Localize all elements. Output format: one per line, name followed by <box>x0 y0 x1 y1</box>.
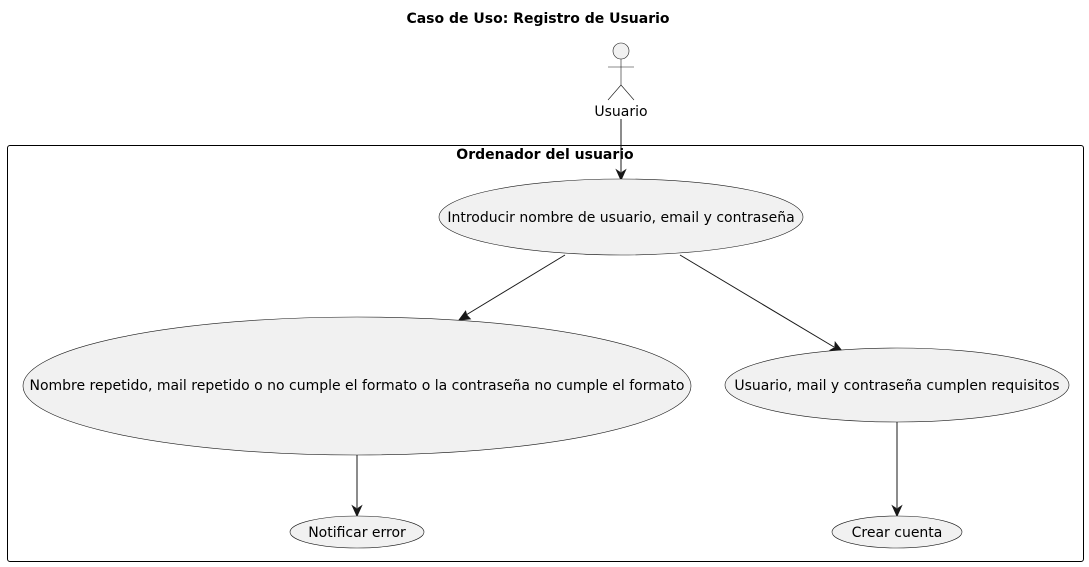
use-case-create-account-label: Crear cuenta <box>852 525 943 541</box>
system-boundary-title: Ordenador del usuario <box>456 147 634 163</box>
use-case-valid[interactable]: Usuario, mail y contraseña cumplen requi… <box>724 347 1070 423</box>
edge-enter-data-to-invalid <box>457 254 566 321</box>
use-case-enter-data[interactable]: Introducir nombre de usuario, email y co… <box>438 178 804 256</box>
use-case-notify-error[interactable]: Notificar error <box>289 515 425 549</box>
diagram-title: Caso de Uso: Registro de Usuario <box>406 11 669 27</box>
association-actor-to-enter-data <box>615 119 627 182</box>
edge-valid-to-create-account <box>891 422 903 518</box>
actor-label: Usuario <box>594 104 647 120</box>
use-case-invalid[interactable]: Nombre repetido, mail repetido o no cump… <box>22 316 692 456</box>
use-case-enter-data-label: Introducir nombre de usuario, email y co… <box>447 210 794 226</box>
stick-figure-icon <box>607 42 635 101</box>
use-case-notify-error-label: Notificar error <box>308 525 406 541</box>
edge-enter-data-to-valid <box>679 254 844 352</box>
use-case-valid-label: Usuario, mail y contraseña cumplen requi… <box>734 378 1059 394</box>
system-boundary <box>7 145 1084 562</box>
actor-usuario[interactable]: Usuario <box>594 42 648 120</box>
edge-invalid-to-notify-error <box>351 455 363 518</box>
use-case-create-account[interactable]: Crear cuenta <box>831 515 963 549</box>
use-case-invalid-label: Nombre repetido, mail repetido o no cump… <box>30 378 685 394</box>
